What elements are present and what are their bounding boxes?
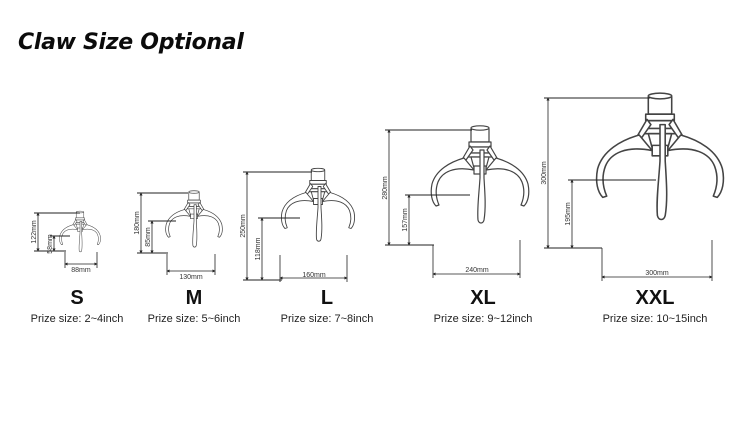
- prize-size-s: Prize size: 2~4inch: [30, 313, 124, 325]
- prize-size-m: Prize size: 5~6inch: [147, 313, 241, 325]
- claw-s-total-height: 122mm: [31, 220, 38, 244]
- svg-text:300mm: 300mm: [541, 161, 548, 185]
- claw-m-diagram: 180mm 85mm 130mm: [134, 190, 223, 281]
- svg-text:180mm: 180mm: [134, 211, 141, 235]
- prize-size-l: Prize size: 7~8inch: [280, 313, 374, 325]
- prize-size-xl: Prize size: 9~12inch: [433, 313, 533, 325]
- svg-text:130mm: 130mm: [179, 274, 203, 281]
- prize-size-xxl: Prize size: 10~15inch: [602, 313, 708, 325]
- page-title: Claw Size Optional: [18, 30, 244, 55]
- svg-text:240mm: 240mm: [465, 267, 489, 274]
- size-label-m: M: [185, 287, 203, 309]
- svg-text:58mm: 58mm: [47, 234, 54, 254]
- svg-text:118mm: 118mm: [255, 237, 262, 260]
- claw-s-diagram: 122mm 58mm 88mm: [31, 210, 101, 274]
- size-label-l: L: [320, 287, 334, 309]
- svg-text:160mm: 160mm: [302, 272, 326, 279]
- svg-text:300mm: 300mm: [645, 270, 669, 277]
- svg-text:195mm: 195mm: [565, 202, 572, 226]
- svg-text:280mm: 280mm: [382, 176, 389, 200]
- svg-text:85mm: 85mm: [145, 227, 152, 247]
- svg-text:250mm: 250mm: [240, 214, 247, 238]
- claw-xl-diagram: 280mm 157mm 240mm: [382, 125, 530, 278]
- svg-text:157mm: 157mm: [402, 208, 409, 232]
- claw-xxl-diagram: 300mm 195mm 300mm: [541, 92, 725, 281]
- size-label-s: S: [70, 287, 84, 309]
- svg-text:88mm: 88mm: [71, 267, 91, 274]
- claw-l-diagram: 250mm 118mm 160mm: [240, 167, 356, 282]
- size-label-xxl: XXL: [635, 287, 675, 309]
- size-label-xl: XL: [470, 287, 496, 309]
